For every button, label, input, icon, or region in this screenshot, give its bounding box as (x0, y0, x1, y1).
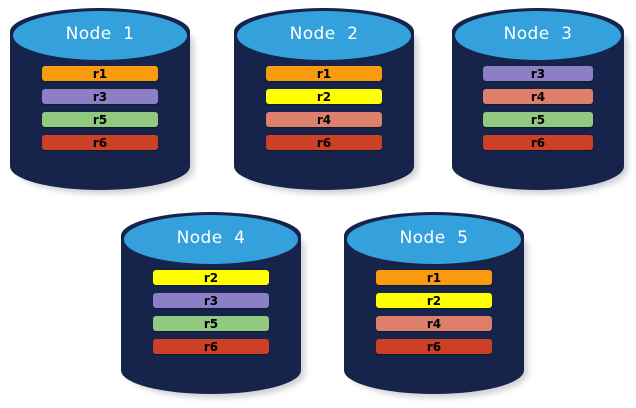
replica-bar[interactable]: r3 (41, 89, 159, 104)
cylinder-top-icon (453, 9, 623, 62)
node-3[interactable]: Node 3 r3 r4 r5 r6 (452, 8, 628, 194)
cylinder-top-icon (235, 9, 413, 62)
replica-bar[interactable]: r5 (41, 112, 159, 127)
replica-bar[interactable]: r5 (152, 316, 270, 331)
replica-bar[interactable]: r6 (41, 135, 159, 150)
replica-bar[interactable]: r4 (265, 112, 383, 127)
node-4[interactable]: Node 4 r2 r3 r5 r6 (121, 212, 305, 398)
replica-list: r3 r4 r5 r6 (452, 66, 624, 150)
replica-bar[interactable]: r6 (482, 135, 594, 150)
replica-bar[interactable]: r3 (152, 293, 270, 308)
replica-list: r1 r2 r4 r6 (234, 66, 414, 150)
replica-bar[interactable]: r1 (41, 66, 159, 81)
node-5[interactable]: Node 5 r1 r2 r4 r6 (344, 212, 528, 398)
replica-bar[interactable]: r2 (375, 293, 493, 308)
node-1[interactable]: Node 1 r1 r3 r5 r6 (10, 8, 194, 194)
replica-bar[interactable]: r2 (265, 89, 383, 104)
replica-bar[interactable]: r4 (482, 89, 594, 104)
cylinder-top-icon (11, 9, 189, 62)
replica-list: r1 r2 r4 r6 (344, 270, 524, 354)
replica-bar[interactable]: r6 (265, 135, 383, 150)
node-label: Node 3 (503, 24, 573, 45)
node-label: Node 4 (176, 228, 246, 249)
replica-bar[interactable]: r1 (265, 66, 383, 81)
node-label: Node 1 (65, 24, 135, 45)
replica-bar[interactable]: r2 (152, 270, 270, 285)
node-2[interactable]: Node 2 r1 r2 r4 r6 (234, 8, 418, 194)
cylinder-top-icon (122, 213, 300, 266)
replica-bar[interactable]: r5 (482, 112, 594, 127)
replica-bar[interactable]: r4 (375, 316, 493, 331)
replica-bar[interactable]: r6 (152, 339, 270, 354)
replica-list: r2 r3 r5 r6 (121, 270, 301, 354)
replica-bar[interactable]: r6 (375, 339, 493, 354)
replica-bar[interactable]: r3 (482, 66, 594, 81)
cylinder-top-icon (345, 213, 523, 266)
replica-list: r1 r3 r5 r6 (10, 66, 190, 150)
node-label: Node 2 (289, 24, 359, 45)
node-label: Node 5 (399, 228, 469, 249)
replica-bar[interactable]: r1 (375, 270, 493, 285)
